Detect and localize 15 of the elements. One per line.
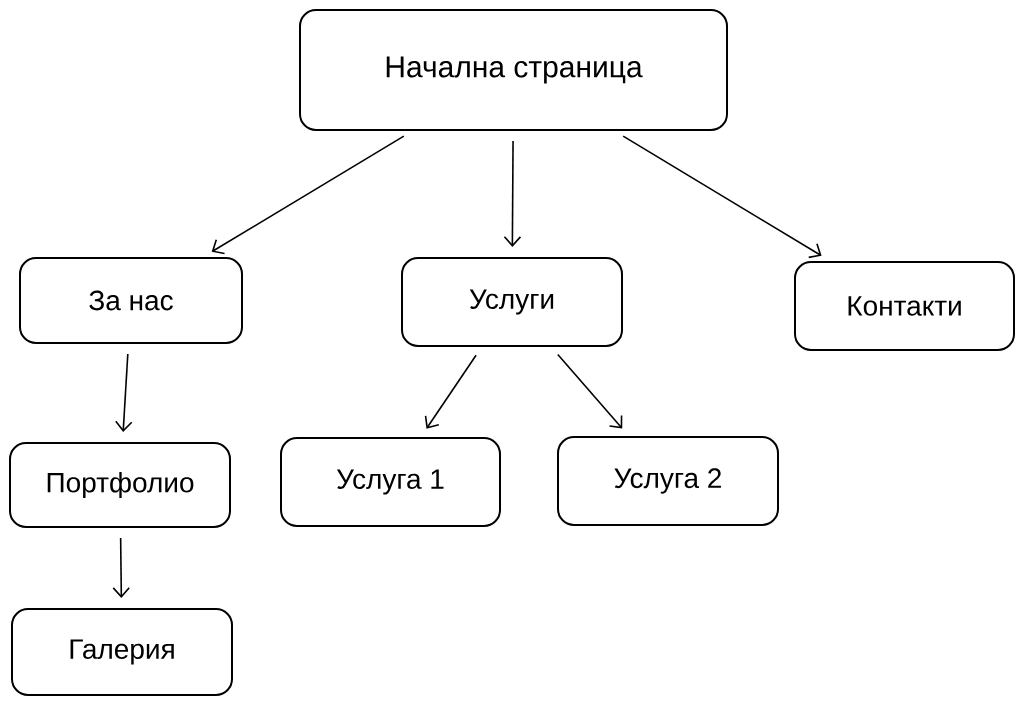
page-box: Галерия: [11, 608, 233, 696]
arrow: [115, 353, 133, 432]
page-box: За нас: [19, 257, 243, 344]
arrow: [557, 353, 623, 429]
page-box: Контакти: [794, 261, 1015, 351]
arrow: [503, 140, 522, 247]
page-box: Начална страница: [299, 9, 728, 131]
page-box: Портфолио: [9, 442, 231, 528]
arrow: [112, 537, 131, 598]
page-box: Услуги: [401, 257, 623, 347]
arrow: [211, 135, 405, 255]
page-box: Услуга 2: [557, 436, 779, 526]
arrow: [424, 354, 477, 429]
arrow: [622, 135, 822, 259]
page-box: Услуга 1: [280, 437, 501, 527]
